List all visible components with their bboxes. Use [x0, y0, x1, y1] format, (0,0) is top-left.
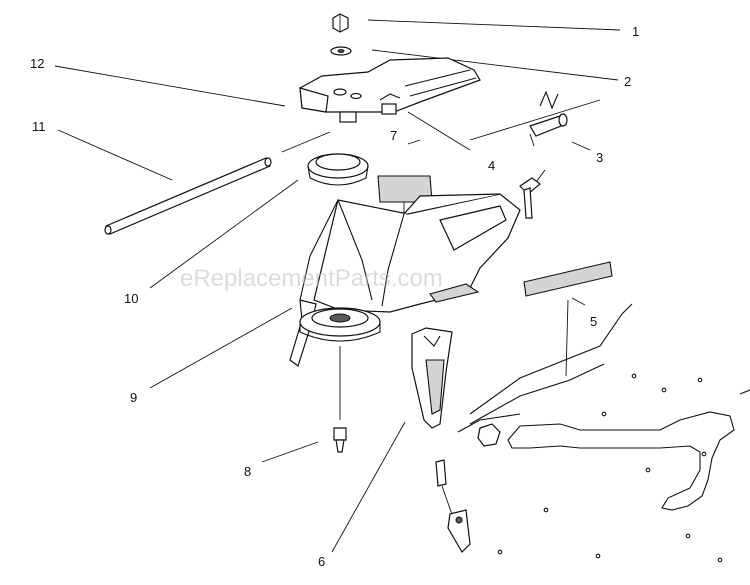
mower-deck: [457, 303, 750, 511]
callout-9: 9: [130, 390, 137, 405]
linkage-rod: [435, 459, 471, 553]
pulley-part-9: [299, 307, 381, 420]
callout-5: 5: [590, 314, 597, 329]
leader-lines: [54, 19, 621, 553]
watermark-text: eReplacementParts.com: [180, 265, 443, 292]
callout-6: 6: [318, 554, 325, 569]
top-plate-part-2: [299, 57, 481, 123]
decal-part-5: [523, 261, 613, 377]
chute-housing: [289, 193, 521, 367]
callout-11: 11: [32, 119, 46, 134]
callout-2: 2: [624, 74, 631, 89]
callout-3: 3: [596, 150, 603, 165]
deflector-part-6: [411, 327, 453, 429]
spring-part-3: [469, 90, 601, 147]
bolt-part-4: [519, 177, 541, 219]
screw-part-8: [333, 427, 347, 453]
callout-7: 7: [390, 128, 397, 143]
rod-part-11: [104, 157, 272, 235]
bushing-part-10: [307, 153, 369, 186]
deck-rivets: [497, 373, 723, 563]
callout-4: 4: [488, 158, 495, 173]
callout-numbers: 1 2 3 4 5 6 7 8 9 10 11 12: [30, 24, 639, 569]
callout-12: 12: [30, 56, 44, 71]
nut-part-1: [330, 13, 352, 56]
callout-8: 8: [244, 464, 251, 479]
callout-10: 10: [124, 291, 138, 306]
callout-1: 1: [632, 24, 639, 39]
